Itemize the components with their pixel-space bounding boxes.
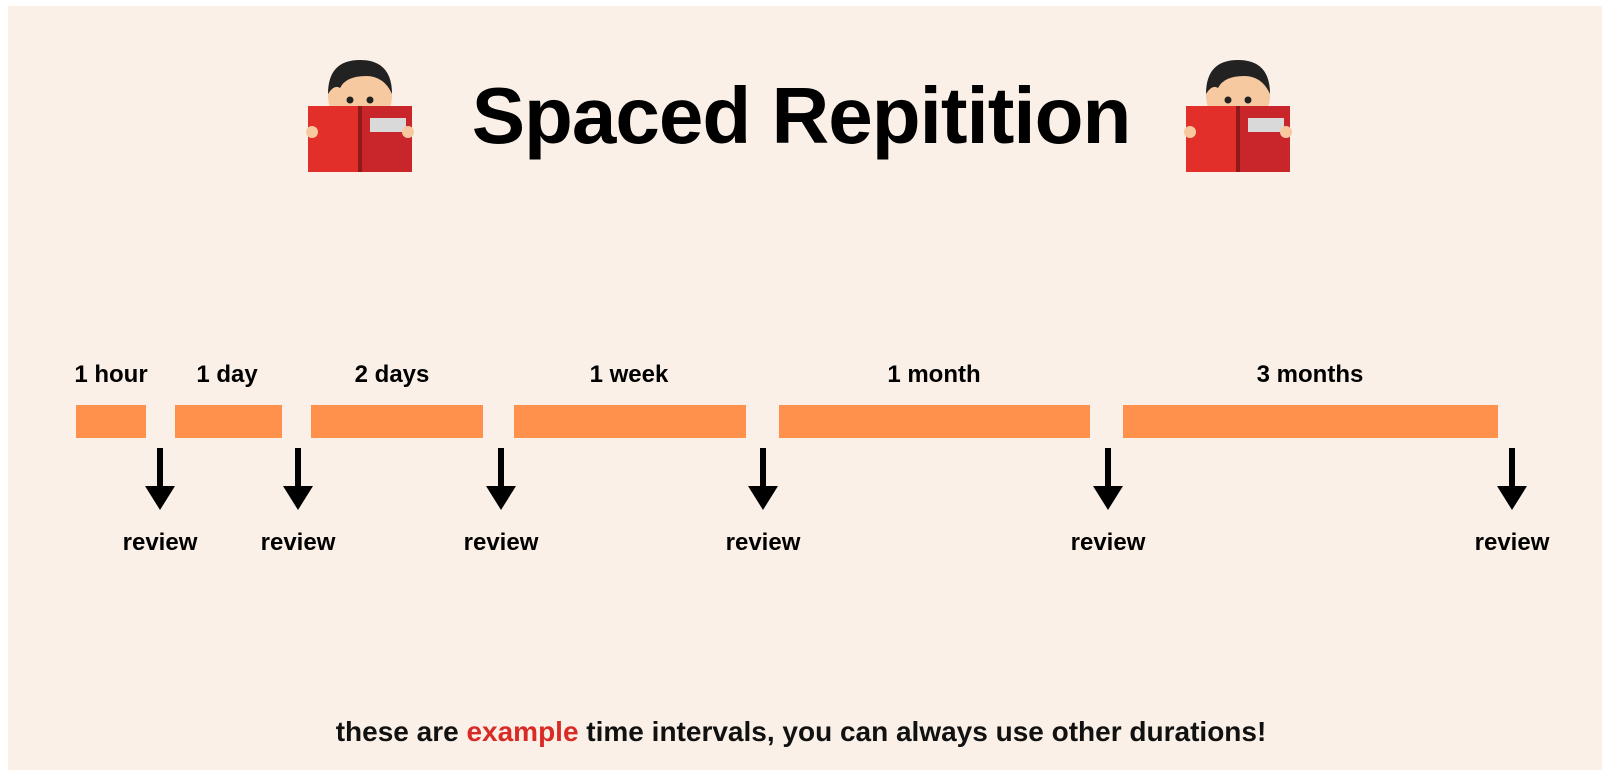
interval-label: 2 days [354,361,430,388]
arrow-down-icon [143,448,177,512]
review-label: review [725,529,801,556]
interval-bar [175,405,282,438]
interval-label: 1 month [887,361,981,388]
footer-note: these are example time intervals, you ca… [0,714,1602,750]
interval-bar [1123,405,1498,438]
footer-text-after: time intervals, you can always use other… [578,716,1267,747]
arrow-down-icon [281,448,315,512]
interval-label: 1 hour [74,361,148,388]
footer-text-before: these are [335,716,467,747]
interval-bar [76,405,146,438]
interval-bar [514,405,746,438]
interval-label: 1 day [196,361,258,388]
interval-label: 1 week [589,361,669,388]
diagram-title: Spaced Repitition [471,71,1132,160]
arrow-down-icon [746,448,780,512]
review-label: review [463,529,539,556]
interval-bar [779,405,1090,438]
interval-label: 3 months [1256,361,1364,388]
person-reading-book-icon [1184,54,1292,174]
review-label: review [260,529,336,556]
diagram-canvas [8,6,1602,770]
review-label: review [122,529,198,556]
footer-highlight: example [466,716,579,747]
person-reading-book-icon [306,54,414,174]
interval-bar [311,405,483,438]
review-label: review [1070,529,1146,556]
review-label: review [1474,529,1550,556]
arrow-down-icon [1091,448,1125,512]
arrow-down-icon [484,448,518,512]
arrow-down-icon [1495,448,1529,512]
